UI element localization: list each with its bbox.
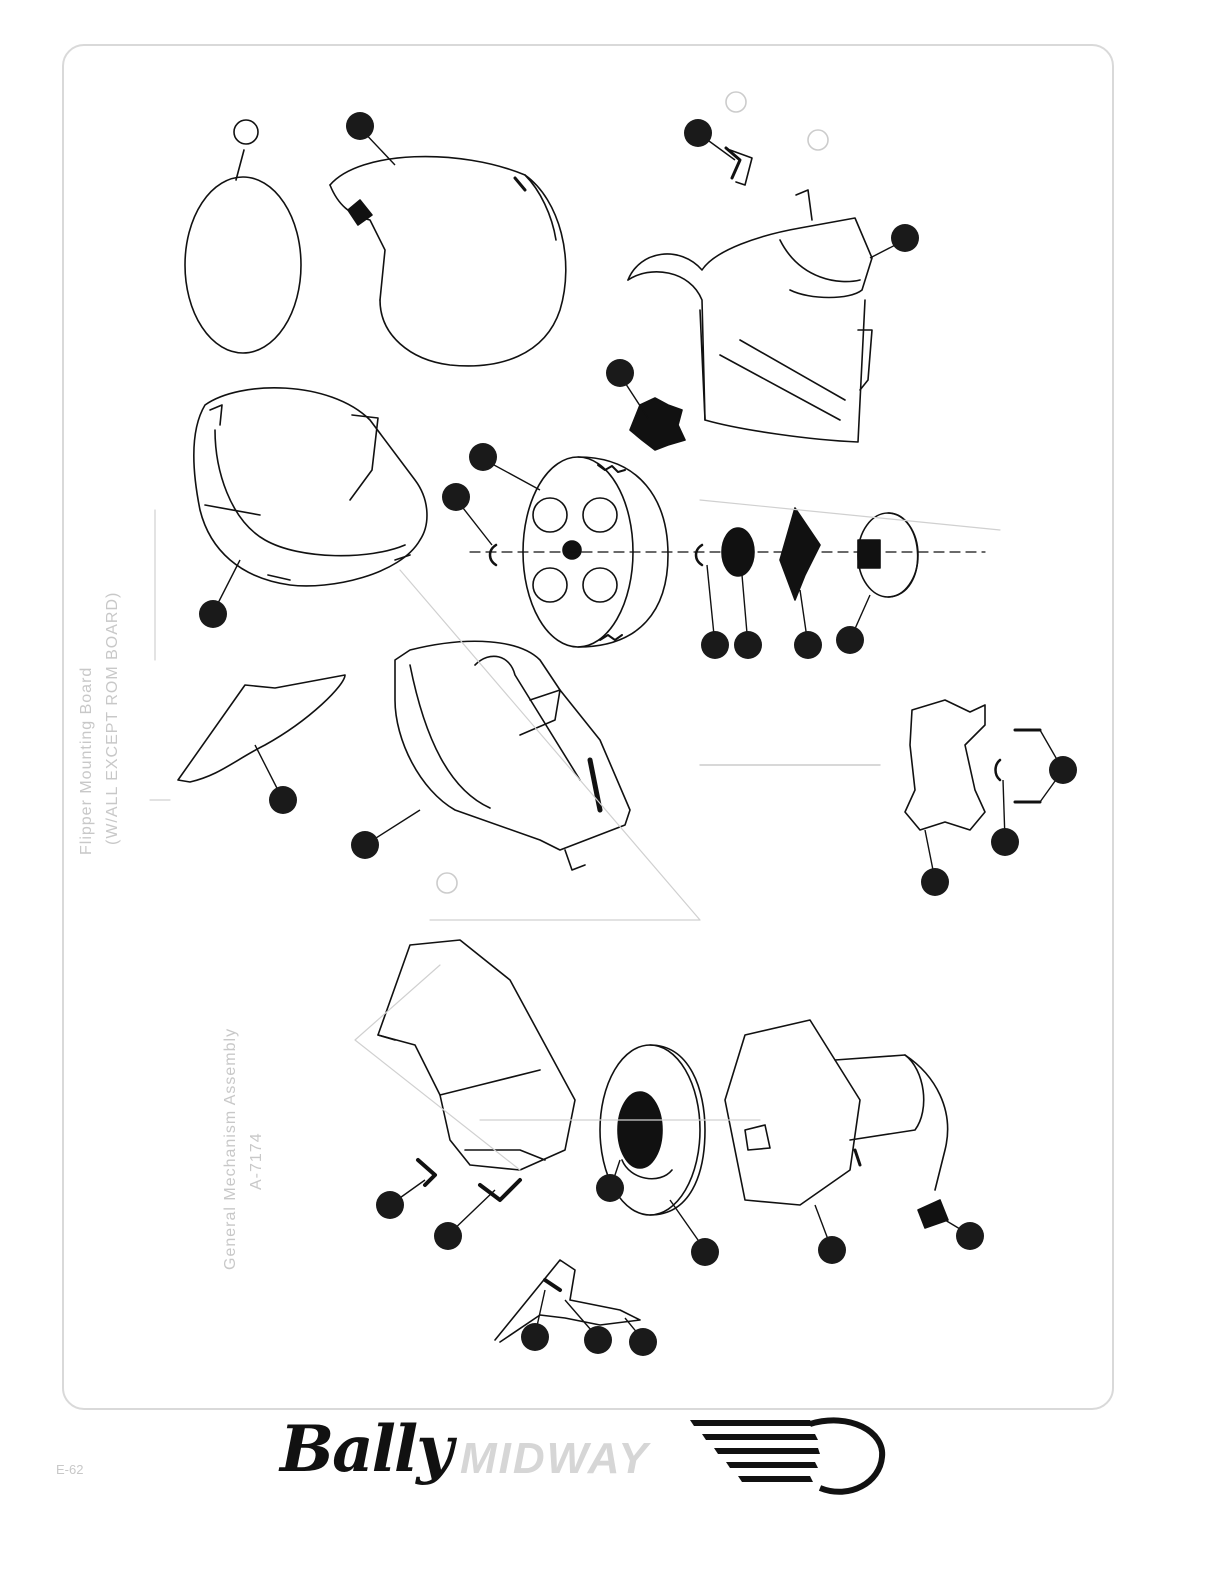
callout-dot xyxy=(836,626,864,654)
callout-dot xyxy=(584,1326,612,1354)
star-gear xyxy=(629,397,686,451)
lower-assembly-part-number: A-7174 xyxy=(248,1132,265,1190)
axle-parts xyxy=(469,507,986,601)
dome-shell xyxy=(329,155,567,367)
callout-dot xyxy=(956,1222,984,1250)
triangular-plate xyxy=(177,674,346,783)
hood-cover xyxy=(627,189,873,443)
right-plate xyxy=(699,699,1042,831)
upper-assembly-subtitle: (W/ALL EXCEPT ROM BOARD) xyxy=(104,591,121,845)
callout-dot xyxy=(199,600,227,628)
callout-dot xyxy=(991,828,1019,856)
callout-dot xyxy=(891,224,919,252)
callout-dot xyxy=(701,631,729,659)
lower-assembly-title: General Mechanism Assembly xyxy=(222,1027,239,1270)
upper-assembly-title: Flipper Mounting Board xyxy=(78,666,95,855)
page-border xyxy=(62,44,1114,1410)
callout-dot xyxy=(921,868,949,896)
callout-dot xyxy=(629,1328,657,1356)
brand-script-text: Bally xyxy=(280,1412,453,1487)
ring-disc xyxy=(599,1044,706,1216)
oval-lens xyxy=(184,119,302,354)
small-bracket xyxy=(724,91,829,186)
callout-dot xyxy=(734,631,762,659)
callout-dot xyxy=(269,786,297,814)
callout-dot xyxy=(442,483,470,511)
page-code: E-62 xyxy=(56,1462,84,1477)
callout-dot xyxy=(469,443,497,471)
motor-assembly xyxy=(724,1019,949,1229)
callout-dot xyxy=(794,631,822,659)
chute-bracket xyxy=(394,640,631,894)
callout-dot xyxy=(434,1222,462,1250)
callout-dot xyxy=(346,112,374,140)
callout-dot xyxy=(1049,756,1077,784)
callout-dot xyxy=(684,119,712,147)
bent-sheet-bracket xyxy=(377,939,576,1202)
brand-block-text: MIDWAY xyxy=(460,1434,650,1483)
lamp-housing xyxy=(193,387,428,587)
callout-dot xyxy=(818,1236,846,1264)
callout-dot xyxy=(351,831,379,859)
callout-dot xyxy=(691,1238,719,1266)
brand-logo: Bally MIDWAY xyxy=(270,1412,910,1502)
callout-dot xyxy=(596,1174,624,1202)
callout-dot xyxy=(521,1323,549,1351)
lever-arm xyxy=(494,1259,641,1343)
callout-dot xyxy=(606,359,634,387)
callout-dot xyxy=(376,1191,404,1219)
wing-logo-icon xyxy=(690,1417,886,1495)
